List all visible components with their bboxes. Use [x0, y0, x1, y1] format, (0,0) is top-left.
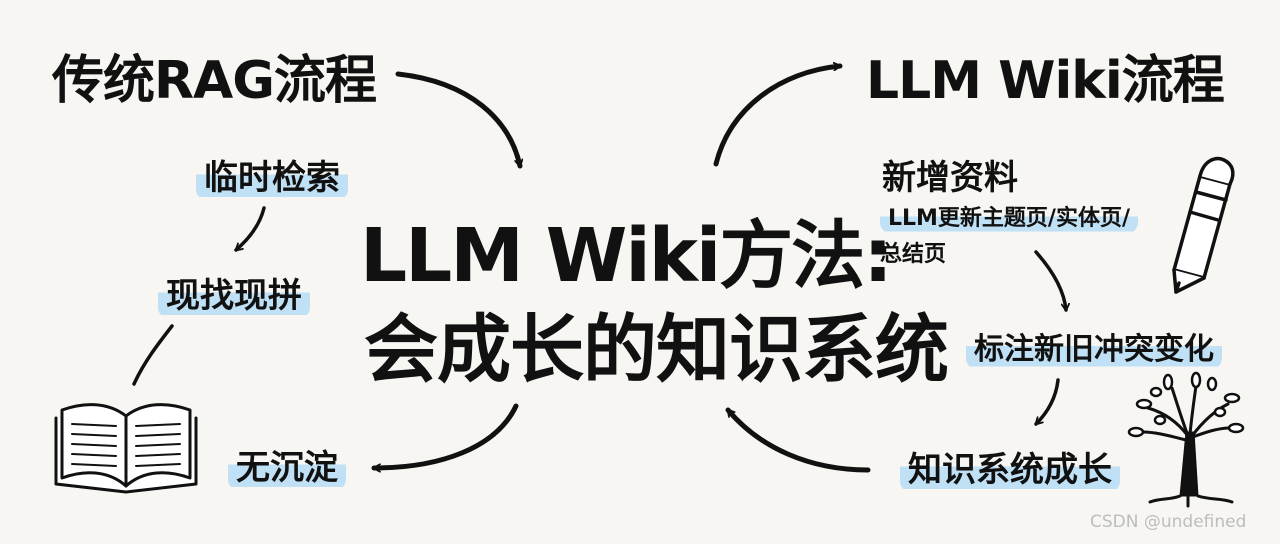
rag-step-no-accumulation: 无沉淀	[228, 440, 346, 491]
wiki-step-knowledge-grows: 知识系统成长	[900, 442, 1120, 493]
book-icon	[54, 403, 198, 494]
title-llm-wiki: LLM Wiki流程	[866, 51, 1225, 111]
arrow-rag-to-center	[395, 71, 520, 169]
arrow-search-to-assemble	[234, 206, 266, 252]
arrow-update-to-mark	[1034, 250, 1066, 312]
center-title-line1: LLM Wiki方法:	[360, 213, 893, 299]
wiki-step-llm-update-line1: LLM更新主题页/实体页/	[880, 200, 1139, 234]
arrow-grow-to-center	[725, 407, 871, 473]
line-assemble-to-book	[132, 324, 174, 386]
arrow-center-to-wiki	[713, 66, 843, 167]
watermark: CSDN @undefined	[1090, 512, 1247, 532]
wiki-step-mark-conflicts: 标注新旧冲突变化	[966, 324, 1222, 370]
rag-step-ad-hoc-assembly: 现找现拼	[158, 268, 310, 319]
title-traditional-rag: 传统RAG流程	[52, 51, 377, 111]
rag-step-temporary-search: 临时检索	[196, 150, 348, 201]
arrow-center-to-none	[371, 403, 519, 468]
pencil-icon	[1172, 156, 1235, 294]
wiki-step-llm-update-line2: 总结页	[880, 242, 947, 267]
wiki-step-new-material: 新增资料	[882, 158, 1018, 198]
tree-icon	[1127, 371, 1245, 508]
arrow-mark-to-grow	[1034, 378, 1060, 426]
center-title-line2: 会成长的知识系统	[364, 307, 949, 393]
